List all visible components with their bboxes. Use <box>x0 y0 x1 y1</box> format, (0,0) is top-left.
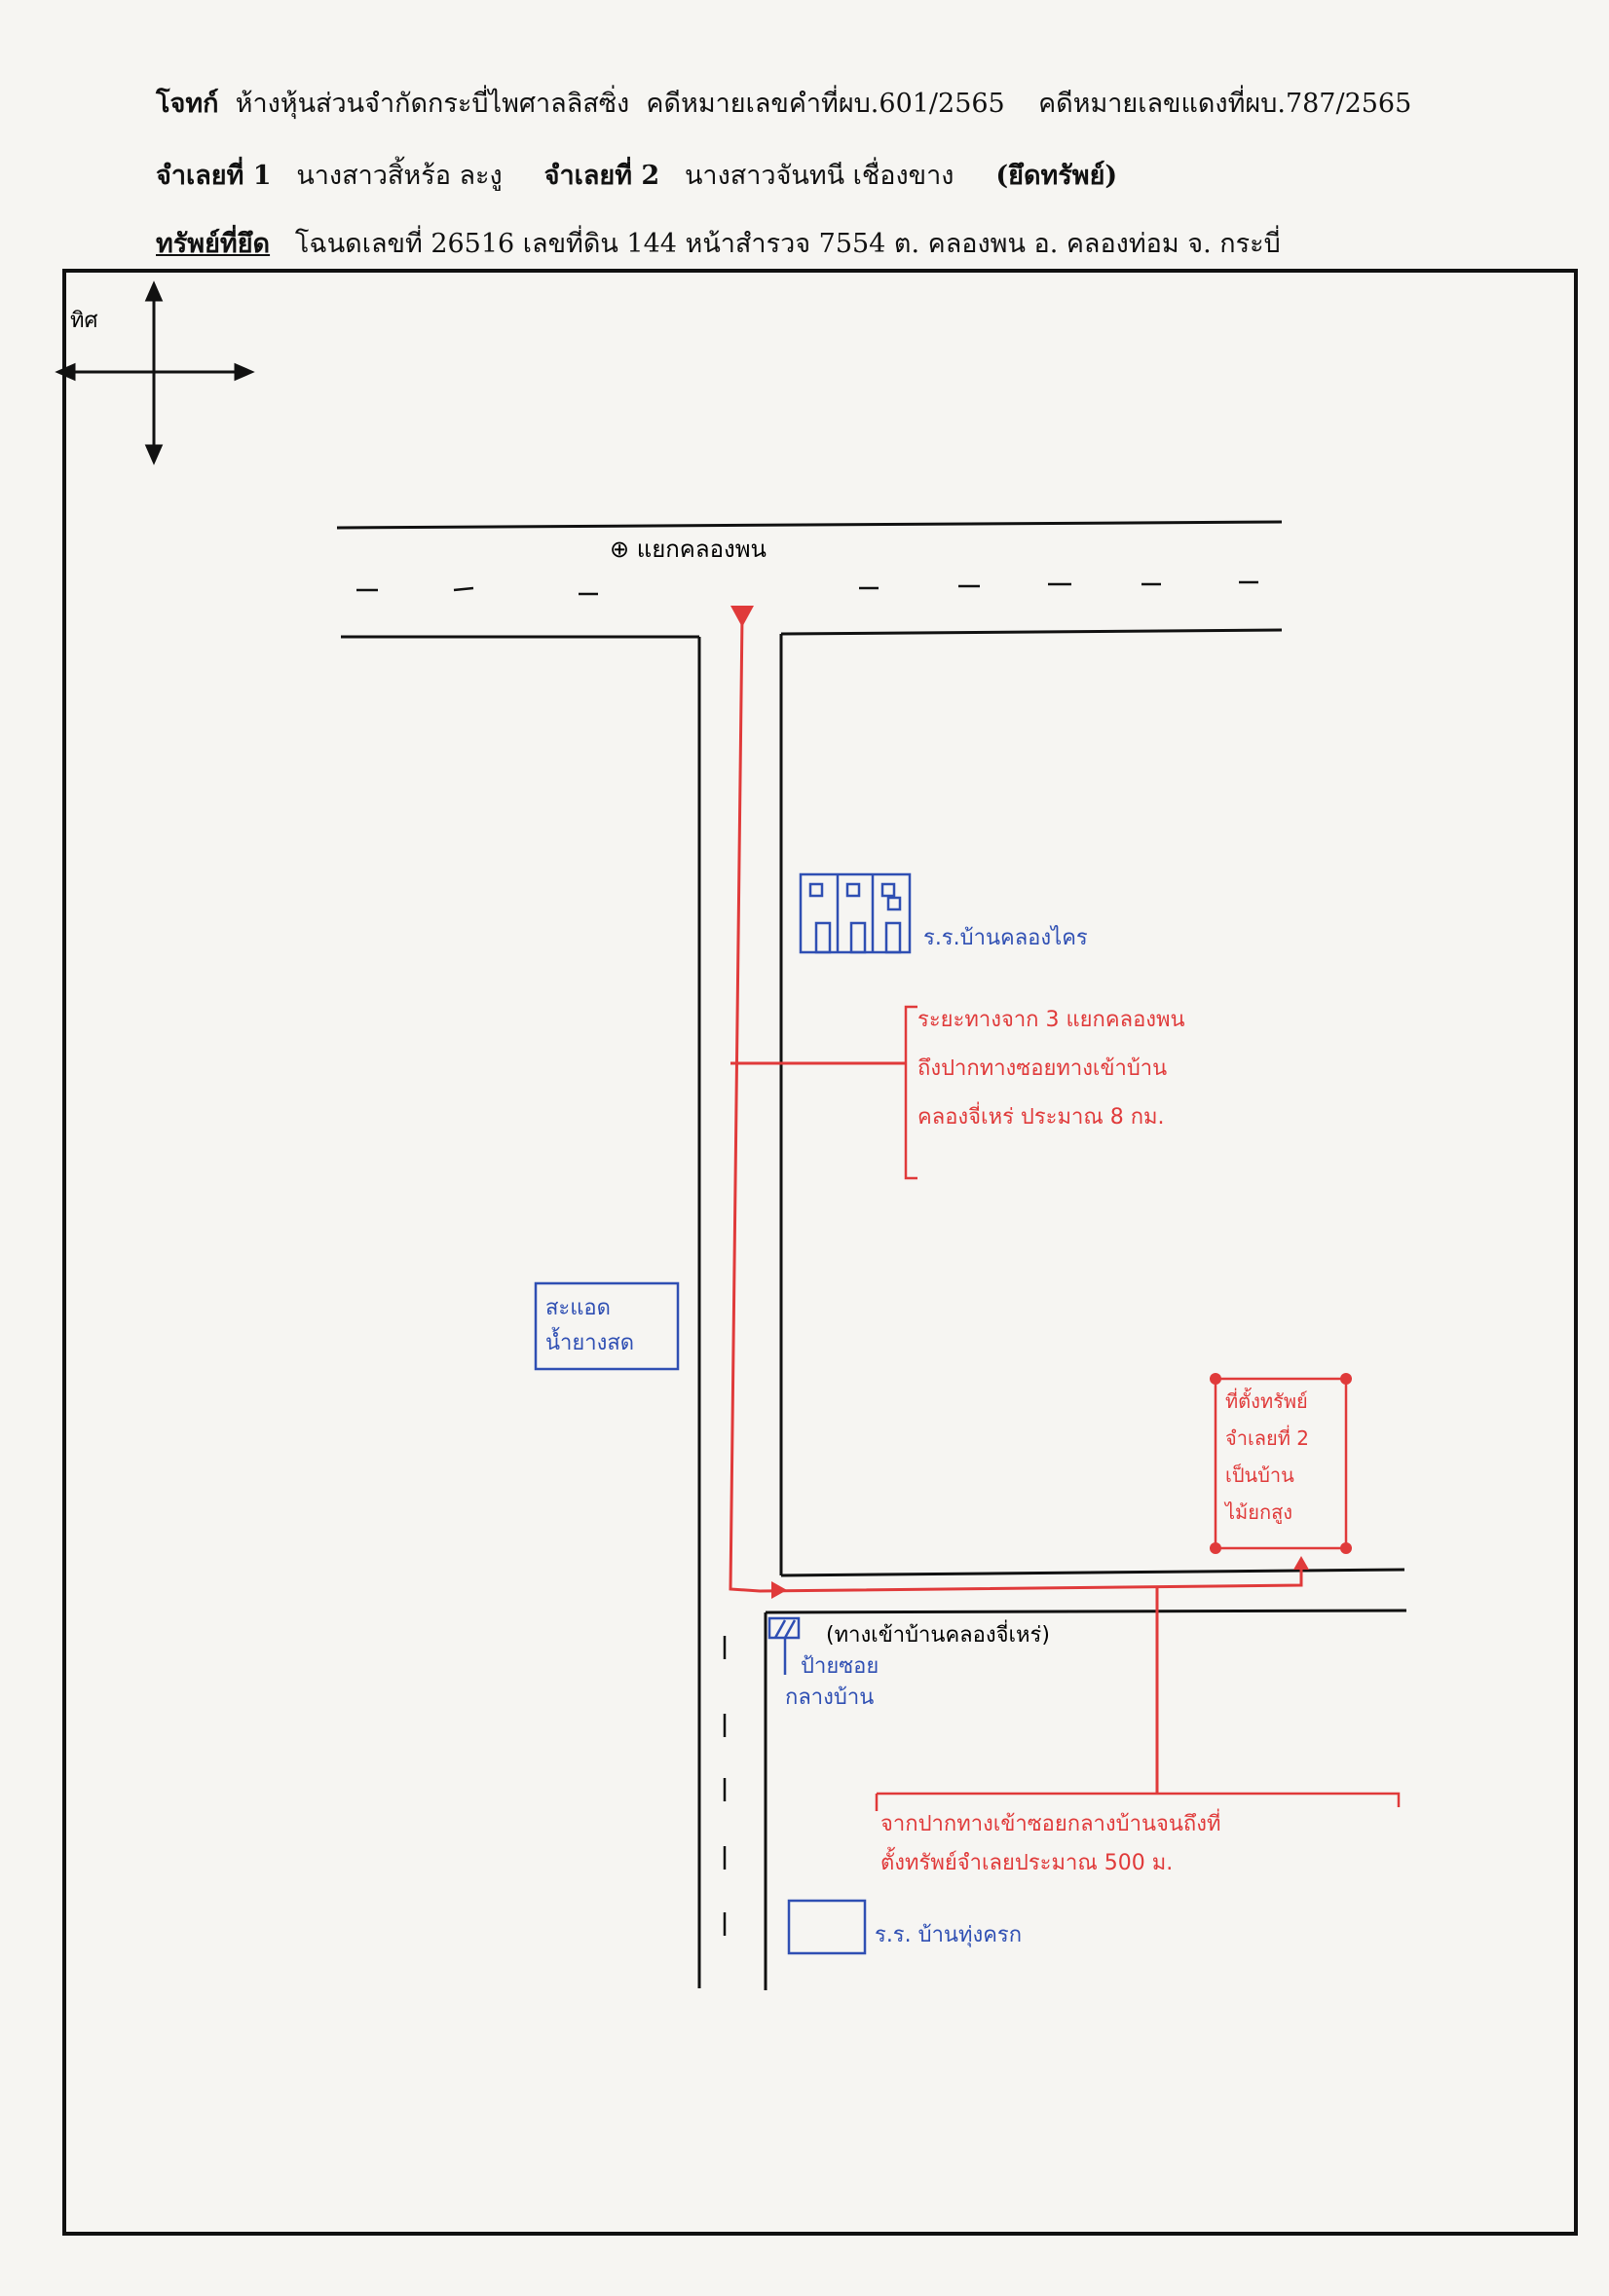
route-start-marker <box>730 606 754 627</box>
seizure-note: (ยึดทรัพย์) <box>995 161 1118 191</box>
school-2-icon <box>787 1899 867 1955</box>
defendant-1-value: นางสาวสิ้หร้อ ละงู <box>296 161 503 191</box>
property-box-line-4: ไม้ยกสูง <box>1223 1500 1292 1525</box>
case-red-number: คดีหมายเลขแดงที่ผบ.787/2565 <box>1038 89 1412 119</box>
route-path <box>729 614 1303 1794</box>
case-black-number: คดีหมายเลขคำที่ผบ.601/2565 <box>646 89 1005 119</box>
defendant-2-value: นางสาวจันทนี เชื่องขาง <box>684 161 954 191</box>
distance-note-2-line-1: จากปากทางเข้าซอยกลางบ้านจนถึงที่ <box>880 1808 1221 1836</box>
rubber-shop-box: สะแอด น้ำยางสด <box>534 1281 680 1371</box>
school-building-icon <box>799 872 912 954</box>
route-end-arrow-icon <box>1293 1556 1309 1570</box>
defendant-2-label: จำเลยที่ 2 <box>543 161 660 191</box>
route-arrow-icon <box>771 1581 787 1599</box>
plaintiff-value: ห้างหุ้นส่วนจำกัดกระบี่ไพศาลลิสซิ่ง <box>235 89 630 119</box>
header-line-3: ทรัพย์ที่ยึด โฉนดเลขที่ 26516 เลขที่ดิน … <box>156 222 1281 264</box>
distance-note-1-line-2: ถึงปากทางซอยทางเข้าบ้าน <box>917 1056 1167 1081</box>
distance-note-2: จากปากทางเข้าซอยกลางบ้านจนถึงที่ ตั้งทรั… <box>875 1792 1401 1875</box>
defendant-1-label: จำเลยที่ 1 <box>156 161 272 191</box>
header-line-2: จำเลยที่ 1 นางสาวสิ้หร้อ ละงู จำเลยที่ 2… <box>156 154 1117 196</box>
school-label: ร.ร.บ้านคลองไคร <box>923 925 1088 950</box>
property-box-line-1: ที่ตั้งทรัพย์ <box>1225 1388 1308 1413</box>
asset-value: โฉนดเลขที่ 26516 เลขที่ดิน 144 หน้าสำรวจ… <box>294 229 1281 259</box>
side-road <box>697 634 783 1990</box>
compass-label: ทิศ <box>70 309 98 333</box>
property-box-line-2: จำเลยที่ 2 <box>1225 1425 1309 1450</box>
sign-label-1: ป้ายซอย <box>801 1654 879 1679</box>
side-road-label: (ทางเข้าบ้านคลองจี่เหร่) <box>826 1619 1050 1648</box>
distance-note-1-line-1: ระยะทางจาก 3 แยกคลองพน <box>917 1008 1185 1032</box>
distance-note-1: ระยะทางจาก 3 แยกคลองพน ถึงปากทางซอยทางเข… <box>904 1005 1185 1180</box>
main-road <box>336 520 1283 639</box>
distance-note-2-line-2: ตั้งทรัพย์จำเลยประมาณ 500 ม. <box>880 1847 1173 1875</box>
rubber-shop-label-1: สะแอด <box>545 1296 611 1320</box>
school-2-label: ร.ร. บ้านทุ่งครก <box>875 1923 1022 1947</box>
distance-note-1-line-3: คลองจี่เหร่ ประมาณ 8 กม. <box>917 1101 1165 1129</box>
property-box: ที่ตั้งทรัพย์ จำเลยที่ 2 เป็นบ้าน ไม้ยกส… <box>1210 1373 1352 1554</box>
sign-label-2: กลางบ้าน <box>785 1685 874 1710</box>
lane-sign-icon <box>767 1616 801 1675</box>
header-line-1: โจทก์ ห้างหุ้นส่วนจำกัดกระบี่ไพศาลลิสซิ่… <box>156 82 1411 124</box>
property-box-line-3: เป็นบ้าน <box>1225 1463 1294 1487</box>
compass-icon <box>55 280 255 465</box>
plaintiff-label: โจทก์ <box>156 89 219 119</box>
asset-label: ทรัพย์ที่ยึด <box>156 229 271 259</box>
rubber-shop-label-2: น้ำยางสด <box>545 1327 634 1355</box>
main-road-label: ⊕ แยกคลองพน <box>610 536 767 563</box>
map-frame <box>62 269 1578 2236</box>
